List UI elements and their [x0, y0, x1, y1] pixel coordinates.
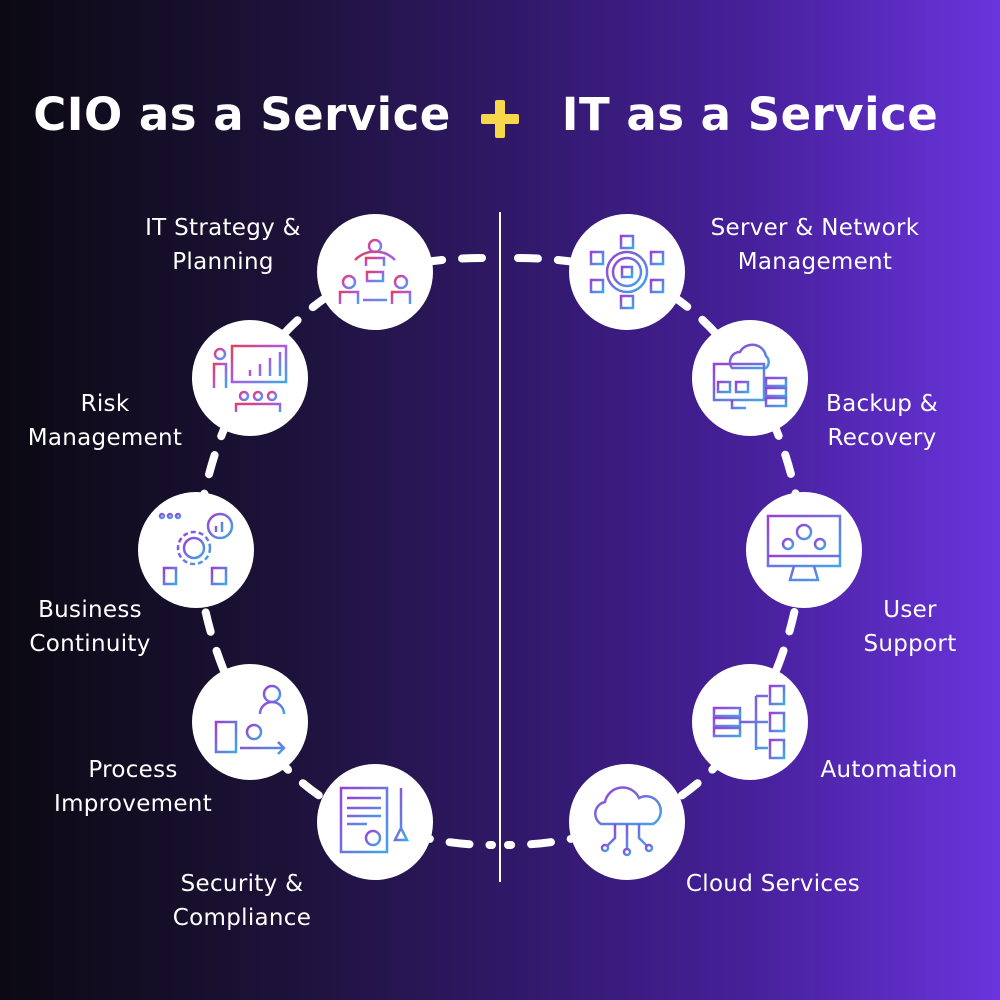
it-as-a-service-title: IT as a Service — [561, 88, 939, 141]
label-backup-recovery: Backup &Recovery — [826, 391, 938, 451]
monitor-gears-icon — [746, 492, 862, 608]
process-workflow-icon — [192, 664, 308, 780]
label-automation: Automation — [820, 757, 958, 783]
cio-as-a-service-title: CIO as a Service — [33, 88, 451, 141]
presentation-chart-icon — [192, 320, 308, 436]
cloud-backup-icon — [692, 320, 808, 436]
cloud-network-icon — [569, 764, 685, 880]
team-meeting-icon — [317, 214, 433, 330]
gear-cycle-icon — [138, 492, 254, 608]
certificate-pen-icon — [317, 764, 433, 880]
label-cloud-services: Cloud Services — [685, 871, 861, 897]
divider — [499, 212, 501, 882]
label-it-strategy-planning: IT Strategy &Planning — [145, 215, 301, 275]
network-hub-icon — [569, 214, 685, 330]
plus-icon — [481, 100, 519, 138]
label-security-compliance: Security &Compliance — [172, 871, 312, 931]
server-automation-icon — [692, 664, 808, 780]
